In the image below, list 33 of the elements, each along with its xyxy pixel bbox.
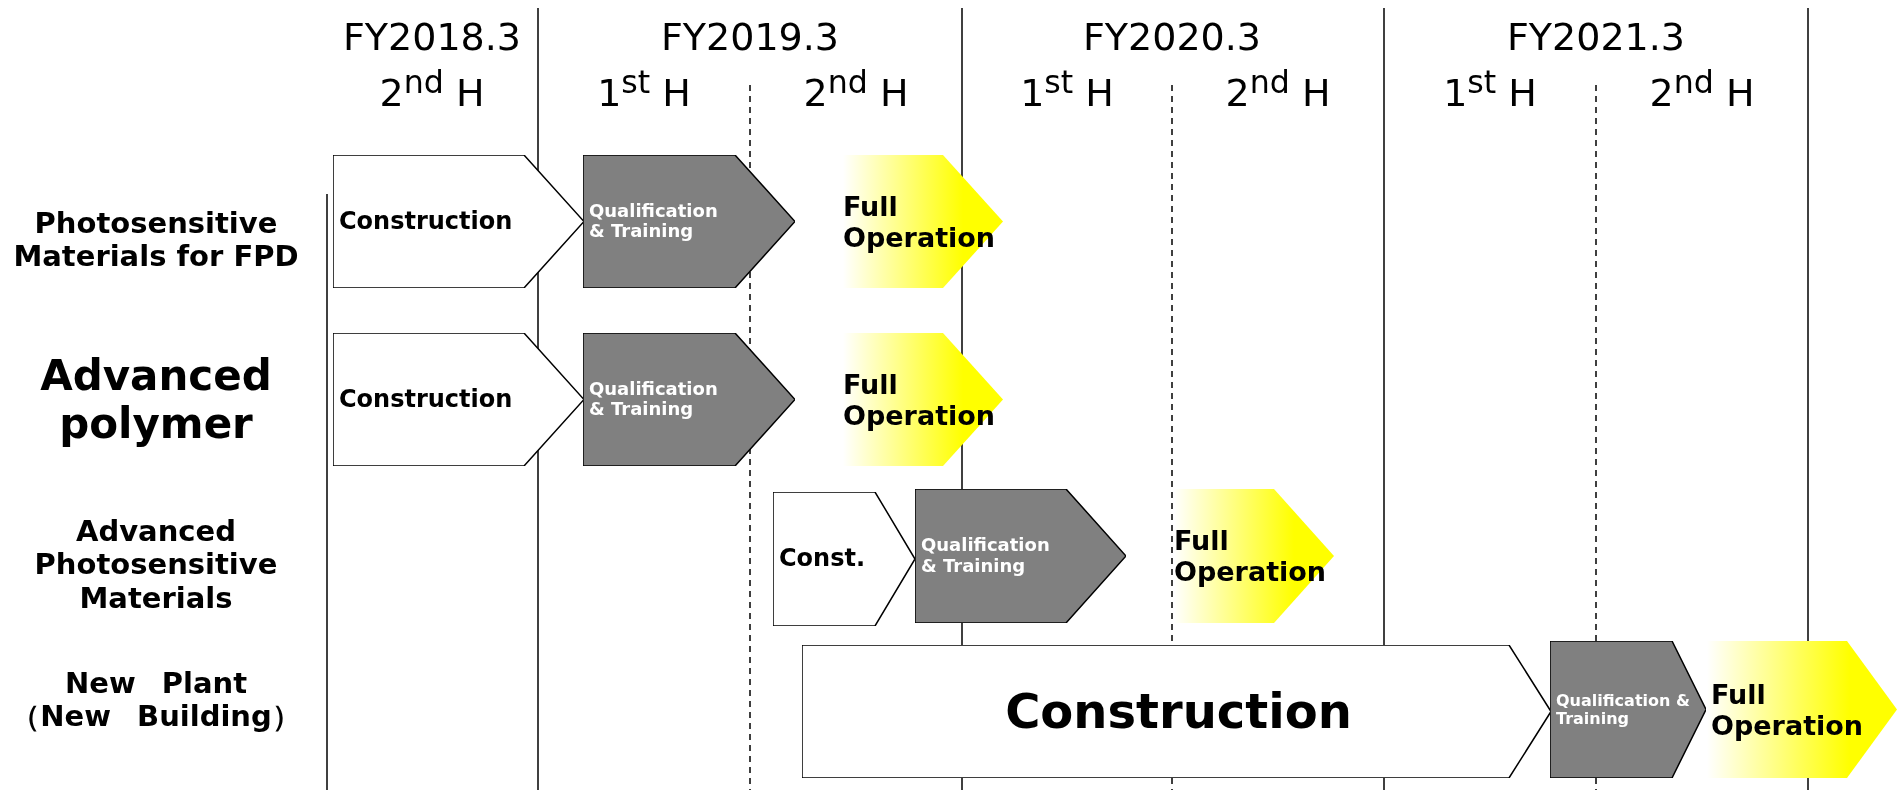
step-label: Qualification & Training xyxy=(589,200,719,243)
period-header: 1$^{st}$ H xyxy=(1442,63,1538,117)
period-header: FY2021.3 xyxy=(1505,16,1686,60)
period-header: 1$^{st}$ H xyxy=(1019,63,1115,117)
step-label: Const. xyxy=(779,545,867,573)
schedule-phase-bar xyxy=(333,155,584,288)
schedule-phase-bar xyxy=(583,333,795,466)
row-label: New Plant （New Building） xyxy=(10,666,302,734)
schedule-phase-bar xyxy=(1550,641,1706,778)
row-label: Advanced polymer xyxy=(39,351,273,449)
step-label: Qualification & Training xyxy=(589,378,719,421)
period-header: 2$^{nd}$ H xyxy=(802,63,910,117)
row-label: Advanced Photosensitive Materials xyxy=(33,515,279,615)
period-header: 2$^{nd}$ H xyxy=(1224,63,1332,117)
step-label: Qualification & Training xyxy=(921,535,1051,577)
schedule-phase-bar xyxy=(915,489,1126,623)
period-header: FY2018.3 xyxy=(341,16,522,60)
fading-phase-bar xyxy=(1707,641,1897,778)
step-label: Construction xyxy=(339,207,514,236)
period-header: FY2020.3 xyxy=(1081,16,1262,60)
period-header: FY2019.3 xyxy=(659,16,840,60)
schedule-phase-bar xyxy=(583,155,795,288)
schedule-phase-bar xyxy=(802,645,1551,778)
schedule-phase-bar xyxy=(773,492,915,626)
step-label: Construction xyxy=(1004,683,1353,740)
step-label: Full Operation xyxy=(1711,678,1865,741)
row-label: Photosensitive Materials for FPD xyxy=(12,206,300,274)
step-label: Construction xyxy=(339,385,514,414)
schedule-phase-bar xyxy=(333,333,584,466)
period-header: 1$^{st}$ H xyxy=(596,63,692,117)
step-label: Qualification & Training xyxy=(1556,691,1691,728)
period-header: 2$^{nd}$ H xyxy=(378,63,486,117)
period-header: 2$^{nd}$ H xyxy=(1648,63,1756,117)
